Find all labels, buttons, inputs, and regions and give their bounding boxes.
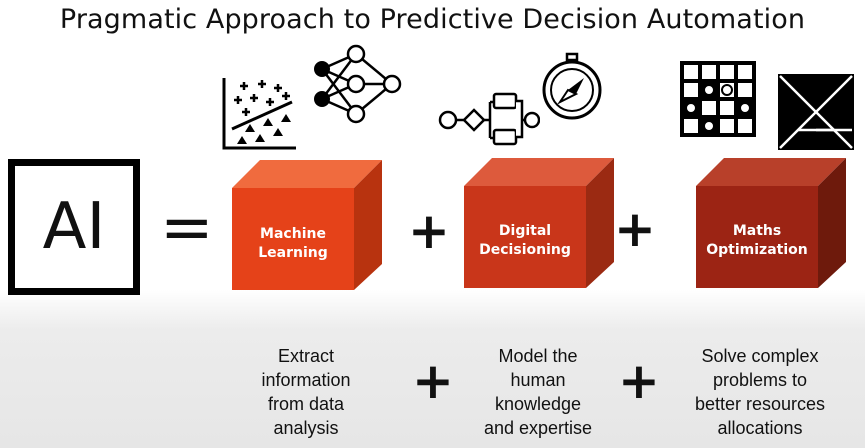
ai-box: AI [8,159,140,295]
page-title: Pragmatic Approach to Predictive Decisio… [59,4,806,35]
machine-learning-label: Machine Learning [258,226,328,261]
plus-sign: + [614,200,656,258]
grid-puzzle-icon [680,61,756,137]
plus-sign: + [412,352,454,410]
maths-optimization-cube [696,158,846,288]
tangram-icon [778,74,854,150]
plus-sign: + [618,352,660,410]
scatter-plot-icon [222,78,296,150]
maths-optimization-label: Maths Optimization [706,223,808,258]
machine-learning-cube [232,160,382,290]
machine-learning-description: Extract information from data analysis [261,346,351,438]
digital-decisioning-description: Model the human knowledge and expertise [483,346,593,438]
neural-network-icon [314,44,402,124]
compass-icon [542,52,602,120]
equals-sign: = [160,191,214,265]
maths-optimization-description: Solve complex problems to better resourc… [694,346,826,438]
process-flow-icon [438,92,540,146]
plus-sign: + [408,202,450,260]
ai-label: AI [42,190,106,264]
digital-decisioning-label: Digital Decisioning [479,223,571,258]
digital-decisioning-cube [464,158,614,288]
